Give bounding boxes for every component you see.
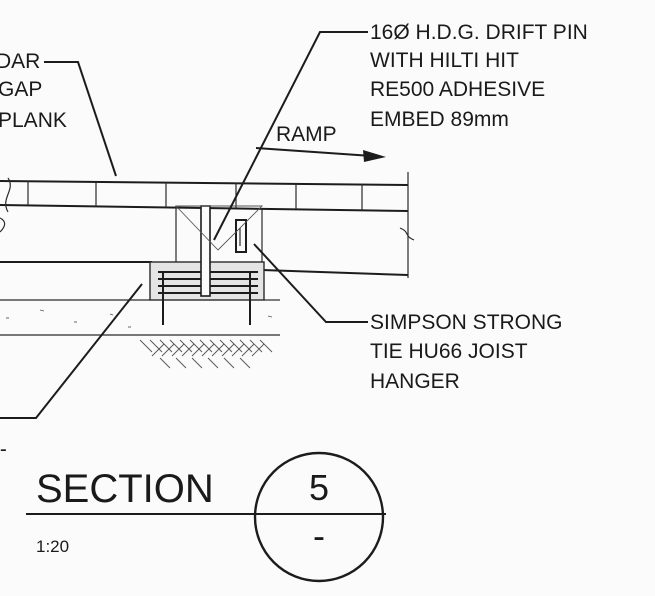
drift-pin xyxy=(200,205,211,297)
callout-joist-hanger-line-3: HANGER xyxy=(370,370,460,393)
callout-joist-hanger-line-2: TIE HU66 JOIST xyxy=(370,340,528,363)
ramp-label: RAMP xyxy=(276,123,337,146)
section-marker-circle xyxy=(253,451,385,583)
hanger-triangle-detail xyxy=(174,205,264,251)
section-scale-label: 1:20 xyxy=(36,537,69,556)
callout-deck-gap-line-3: PLANK xyxy=(0,109,67,132)
section-number: 5 xyxy=(309,467,329,508)
callout-drift-pin-line-1: 16Ø H.D.G. DRIFT PIN xyxy=(370,21,588,44)
section-title-label: SECTION xyxy=(36,467,214,511)
callout-drift-pin-line-4: EMBED 89mm xyxy=(370,108,509,131)
section-sheet-reference: - xyxy=(313,515,325,556)
callout-deck-gap-line-1: DAR xyxy=(0,50,40,73)
callout-deck-gap-line-2: GAP xyxy=(0,78,42,101)
leader-lines xyxy=(0,31,386,419)
callout-joist-hanger: SIMPSON STRONG TIE HU66 JOIST HANGER xyxy=(370,311,563,393)
gravel-layer xyxy=(0,299,280,336)
section-title-block: SECTION 1:20 5 - xyxy=(26,451,386,583)
callout-drift-pin-line-3: RE500 ADHESIVE xyxy=(370,78,545,101)
callout-deck-gap: DAR GAP PLANK xyxy=(0,50,67,132)
callout-drift-pin: 16Ø H.D.G. DRIFT PIN WITH HILTI HIT RE50… xyxy=(370,21,588,131)
callout-bottom-left-fragment: /- xyxy=(0,438,7,461)
left-joist xyxy=(0,177,177,263)
earth-hatch xyxy=(139,339,273,369)
callout-joist-hanger-line-1: SIMPSON STRONG xyxy=(370,311,563,334)
callout-drift-pin-line-2: WITH HILTI HIT xyxy=(370,49,519,72)
joist-hanger xyxy=(235,219,247,253)
right-joist xyxy=(261,172,415,278)
